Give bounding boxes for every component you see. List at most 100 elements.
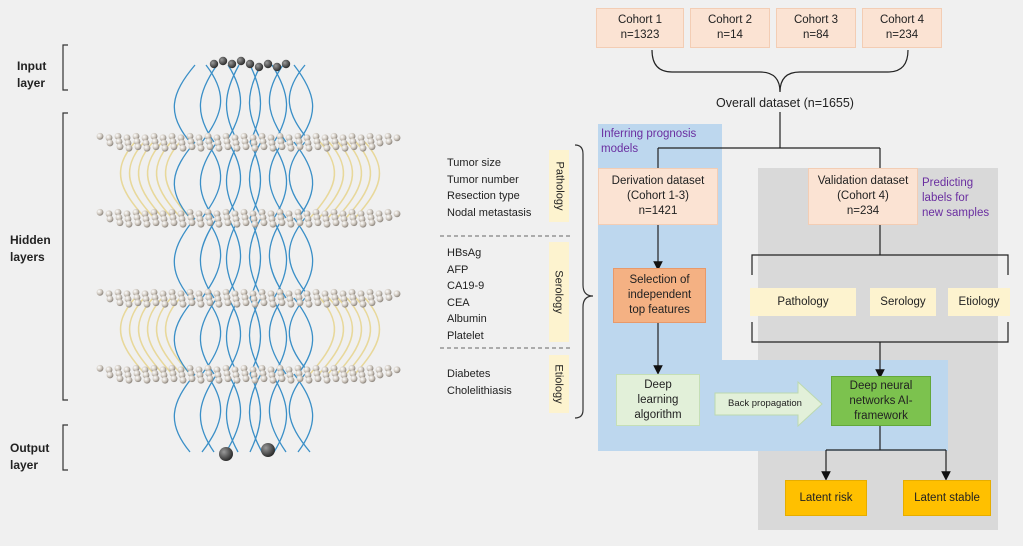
dnn-line: framework — [854, 409, 908, 422]
deep-learning-line: algorithm — [634, 408, 682, 421]
network-connection — [146, 297, 173, 375]
network-node — [141, 210, 149, 218]
network-node — [151, 370, 159, 377]
network-node — [105, 134, 113, 142]
latent-risk-box: Latent risk — [785, 480, 867, 516]
network-node — [258, 288, 266, 296]
network-node — [187, 294, 195, 301]
network-node — [195, 134, 203, 142]
network-node — [168, 364, 176, 372]
network-node — [143, 144, 151, 152]
network-node — [359, 300, 367, 308]
network-node — [159, 210, 167, 218]
network-node — [341, 144, 349, 152]
network-node — [224, 299, 232, 307]
network-node — [295, 214, 303, 221]
feature-item: Tumor number — [447, 173, 519, 186]
network-node — [233, 300, 241, 308]
validation-feature-label: Pathology — [777, 295, 829, 308]
network-node — [359, 220, 367, 228]
output-layer-label-line1: Output — [10, 441, 50, 455]
network-node — [287, 220, 295, 228]
network-node — [384, 364, 392, 372]
network-node — [285, 290, 293, 298]
network-node — [276, 208, 284, 216]
network-node — [186, 208, 194, 216]
network-node — [224, 375, 232, 383]
network-node — [358, 139, 366, 147]
network-node — [322, 139, 330, 147]
network-node — [96, 364, 104, 372]
network-connection — [354, 141, 381, 219]
network-node — [332, 219, 340, 227]
network-node — [179, 376, 187, 384]
network-node — [294, 132, 302, 140]
network-node — [159, 134, 167, 142]
network-node — [116, 219, 124, 227]
network-node — [178, 139, 186, 147]
feature-selection-box: Selection of independent top features — [613, 268, 706, 323]
network-node — [232, 371, 240, 379]
feature-item: Albumin — [447, 313, 487, 325]
network-node — [206, 375, 214, 383]
network-node — [267, 210, 275, 218]
network-node — [269, 376, 277, 384]
network-node — [323, 144, 331, 152]
network-connection — [225, 64, 240, 143]
derivation-line: (Cohort 1-3) — [626, 190, 689, 202]
predicting-label-line: new samples — [922, 207, 990, 219]
network-connection — [173, 373, 196, 453]
network-node — [142, 371, 150, 379]
network-node — [368, 299, 376, 307]
network-node — [393, 290, 401, 298]
network-node — [267, 366, 275, 374]
network-node — [375, 366, 383, 374]
network-node — [232, 295, 240, 303]
network-node — [269, 144, 277, 152]
cohort-count: n=14 — [717, 29, 743, 41]
network-node — [261, 443, 275, 457]
network-node — [151, 138, 159, 145]
network-node — [259, 214, 267, 221]
network-node — [125, 220, 133, 228]
network-node — [251, 144, 259, 152]
network-node — [115, 138, 123, 145]
predicting-label-line: Predicting — [922, 177, 974, 189]
network-connection — [225, 217, 242, 299]
network-node — [106, 371, 114, 379]
feature-item: Diabetes — [447, 368, 491, 380]
back-propagation-label: Back propagation — [728, 398, 802, 409]
network-node — [285, 210, 293, 218]
selection-line: independent — [627, 289, 692, 301]
network-node — [105, 366, 113, 374]
network-node — [161, 220, 169, 228]
network-node — [177, 366, 185, 374]
validation-serology-box: Serology — [870, 288, 936, 316]
network-node — [123, 134, 131, 142]
network-node — [105, 210, 113, 218]
network-node — [143, 300, 151, 308]
network-node — [132, 132, 140, 140]
network-node — [385, 214, 393, 221]
network-node — [187, 370, 195, 377]
network-node — [312, 288, 320, 296]
selection-line: top features — [629, 304, 690, 316]
network-node — [141, 290, 149, 298]
network-node — [222, 208, 230, 216]
network-node — [322, 215, 330, 223]
network-connection — [225, 373, 242, 453]
network-node — [134, 375, 142, 383]
network-node — [142, 139, 150, 147]
network-node — [231, 134, 239, 142]
network-node — [332, 143, 340, 151]
network-node — [116, 299, 124, 307]
feature-dividers-and-brace — [440, 144, 594, 419]
network-node — [241, 294, 249, 301]
network-node — [332, 299, 340, 307]
output-layer-label: Output layer — [10, 440, 49, 474]
network-node — [303, 290, 311, 298]
inferring-label-line: models — [601, 143, 639, 155]
network-node — [213, 134, 221, 142]
